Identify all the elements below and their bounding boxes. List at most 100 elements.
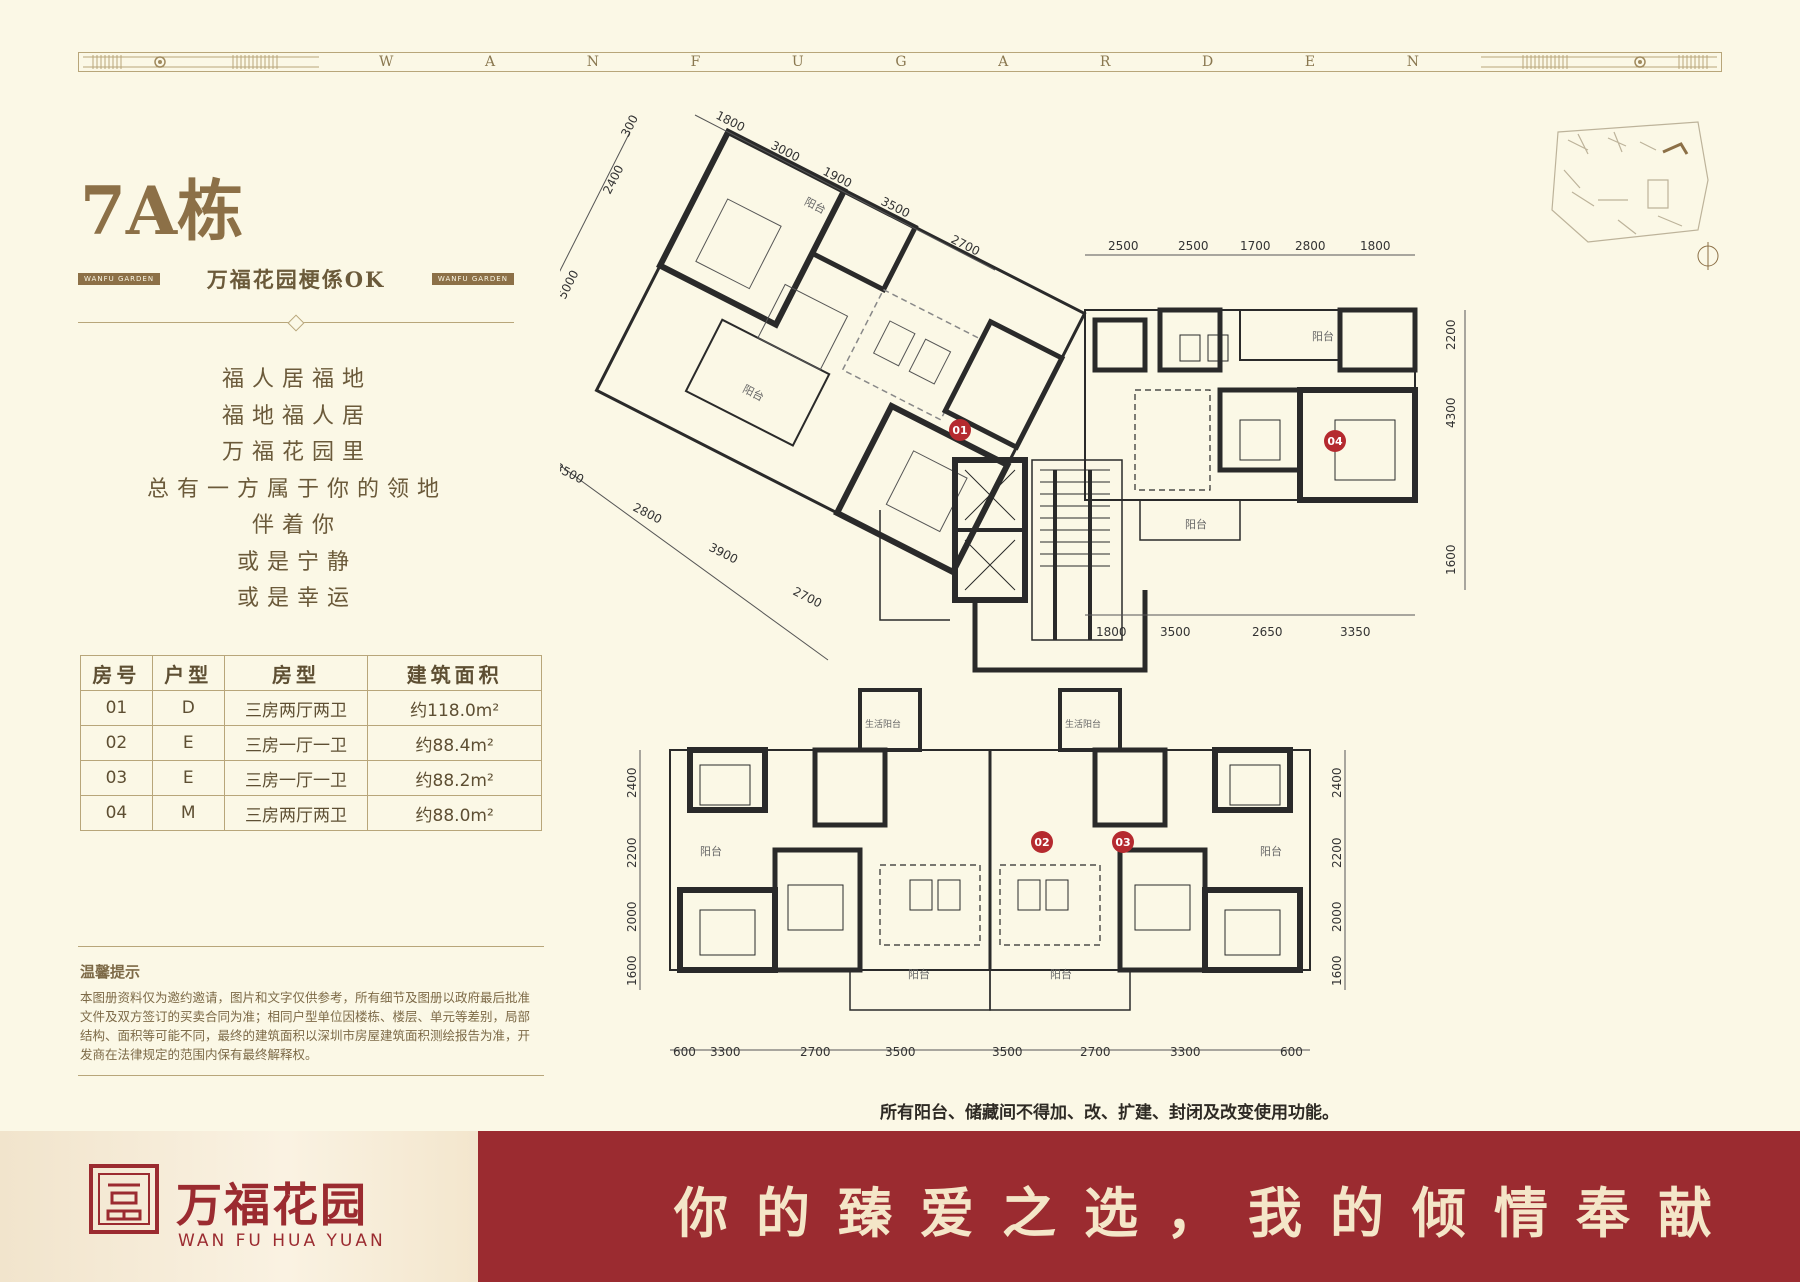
unit-table: 房号 户型 房型 建筑面积 01 D 三房两厅两卫 约118.0m² 02 E … xyxy=(80,655,542,831)
room-label: 阳台 xyxy=(700,844,722,858)
header-letter: D xyxy=(1202,54,1216,70)
dim-label: 2000 xyxy=(625,901,639,932)
dim-label: 2800 xyxy=(631,500,665,526)
subtitle-row: WANFU GARDEN 万福花园梗係OK WANFU GARDEN xyxy=(78,266,514,292)
floor-plan: 阳台 阳台 1800 3000 1900 3500 2700 300 2400 … xyxy=(514,108,1760,1080)
dim-label: 2400 xyxy=(1330,767,1344,798)
dim-label: 3500 xyxy=(992,1045,1023,1059)
dim-label: 300 xyxy=(618,113,641,140)
dim-label: 1800 xyxy=(1360,239,1391,253)
header-letter: N xyxy=(586,54,601,70)
dim-label: 2700 xyxy=(791,584,825,610)
dim-label: 3500 xyxy=(1160,625,1191,639)
subtitle-text: 万福花园梗係OK xyxy=(206,267,386,292)
table-cell: M xyxy=(151,795,225,831)
poem-line: 万福花园里 xyxy=(221,440,372,465)
table-row: 02 E 三房一厅一卫 约88.4m² xyxy=(80,725,542,761)
subtitle-tag-left: WANFU GARDEN xyxy=(78,273,161,285)
compass-icon xyxy=(1697,242,1719,270)
dim-label: 1600 xyxy=(1330,955,1344,986)
header-letter: A xyxy=(998,54,1011,70)
unit-02-03-dims: 600 3300 2700 3500 3500 2700 3300 600 24… xyxy=(625,750,1346,1059)
header-ornament-left xyxy=(83,55,319,69)
table-cell: 01 xyxy=(80,690,153,726)
dim-label: 2200 xyxy=(625,837,639,868)
room-label: 阳台 xyxy=(1260,844,1282,858)
slogan: 你的臻爱之选，我的倾情奉献 xyxy=(674,1182,1740,1245)
poem-line: 或是幸运 xyxy=(236,586,357,611)
plan-note: 所有阳台、储藏间不得加、改、扩建、封闭及改变使用功能。 xyxy=(880,1103,1339,1123)
dim-label: 2000 xyxy=(1330,901,1344,932)
poem-line: 伴着你 xyxy=(251,513,342,538)
poem-line: 或是宁静 xyxy=(236,549,357,575)
table-cell: 约88.2m² xyxy=(367,760,542,796)
unit-02-03: 生活阳台 生活阳台 阳台 阳台 阳台 阳台 xyxy=(669,688,1311,1011)
table-cell: 三房两厅两卫 xyxy=(223,690,369,726)
header-letter: N xyxy=(1406,54,1421,70)
dim-label: 3900 xyxy=(707,540,741,566)
unit-01-dims: 1800 3000 1900 3500 2700 300 2400 5000 1… xyxy=(514,108,996,661)
poem: 福人居福地 福地福人居 万福花园里 总有一方属于你的领地 伴着你 或是宁静 或是… xyxy=(100,362,494,618)
logo-icon xyxy=(89,1164,159,1234)
dim-label: 3500 xyxy=(885,1045,916,1059)
header-letter: U xyxy=(791,54,806,70)
header-letter: R xyxy=(1099,54,1113,70)
header-wordmark: W A N F U G A R D E N xyxy=(379,54,1421,70)
header-ornament-right xyxy=(1481,55,1717,69)
room-label: 生活阳台 xyxy=(865,718,901,730)
dim-label: 4300 xyxy=(1444,397,1458,428)
table-cell: 约88.4m² xyxy=(367,725,542,761)
room-label: 阳台 xyxy=(802,194,828,216)
poem-line: 总有一方属于你的领地 xyxy=(146,476,447,502)
table-cell: 约118.0m² xyxy=(367,690,542,726)
poem-line: 福人居福地 xyxy=(221,367,372,392)
unit-01-wing: 阳台 阳台 xyxy=(594,127,1087,576)
table-cell: 三房一厅一卫 xyxy=(223,760,369,796)
dim-label: 5000 xyxy=(560,268,582,302)
room-label: 阳台 xyxy=(740,382,766,404)
dim-label: 3350 xyxy=(1340,625,1371,639)
table-cell: D xyxy=(151,690,225,726)
brand-name-cn: 万福花园 xyxy=(176,1178,368,1232)
dim-label: 2500 xyxy=(1178,239,1209,253)
core xyxy=(879,457,1148,673)
dim-label: 1800 xyxy=(1096,625,1127,639)
table-cell: 三房两厅两卫 xyxy=(223,795,369,831)
dim-label: 3500 xyxy=(560,460,586,486)
dim-label: 2200 xyxy=(1330,837,1344,868)
unit-marker-03[interactable]: 03 xyxy=(1112,831,1134,853)
unit-marker-02[interactable]: 02 xyxy=(1031,831,1053,853)
diamond-icon xyxy=(287,314,305,332)
room-label: 阳台 xyxy=(908,967,930,981)
dim-label: 3300 xyxy=(1170,1045,1201,1059)
unit-04-dims: 2500 2500 1700 2800 1800 2200 4300 1600 … xyxy=(1085,239,1466,639)
unit-marker-label: 04 xyxy=(1327,435,1343,448)
unit-marker-04[interactable]: 04 xyxy=(1324,430,1346,452)
table-cell: 03 xyxy=(80,760,153,796)
floor-plan-drawing: 阳台 阳台 1800 3000 1900 3500 2700 300 2400 … xyxy=(514,108,1719,1059)
unit-marker-01[interactable]: 01 xyxy=(949,419,971,441)
notice: 温馨提示 本图册资料仅为邀约邀请，图片和文字仅供参考，所有细节及图册以政府最后批… xyxy=(78,946,544,1076)
table-header: 房号 xyxy=(80,655,153,691)
table-cell: 04 xyxy=(80,795,153,831)
dim-label: 2700 xyxy=(800,1045,831,1059)
header-letter: E xyxy=(1304,54,1318,70)
dim-label: 2650 xyxy=(1252,625,1283,639)
table-cell: 约88.0m² xyxy=(367,795,542,831)
header-letter: W xyxy=(379,54,396,70)
dim-label: 2400 xyxy=(600,163,626,197)
dim-label: 1600 xyxy=(625,955,639,986)
room-label: 生活阳台 xyxy=(1065,718,1101,730)
notice-title: 温馨提示 xyxy=(80,963,141,981)
table-cell: E xyxy=(151,760,225,796)
table-header-row: 房号 户型 房型 建筑面积 xyxy=(80,655,542,691)
dim-label: 2800 xyxy=(1295,239,1326,253)
dim-label: 1700 xyxy=(1240,239,1271,253)
brand-name-en: WAN FU HUA YUAN xyxy=(178,1231,386,1251)
table-header: 房型 xyxy=(223,655,369,691)
header-bar: W A N F U G A R D E N xyxy=(78,52,1722,72)
room-label: 阳台 xyxy=(1185,517,1207,531)
subtitle-tag-right: WANFU GARDEN xyxy=(431,273,514,285)
header-letter: A xyxy=(485,54,498,70)
table-cell: 三房一厅一卫 xyxy=(223,725,369,761)
